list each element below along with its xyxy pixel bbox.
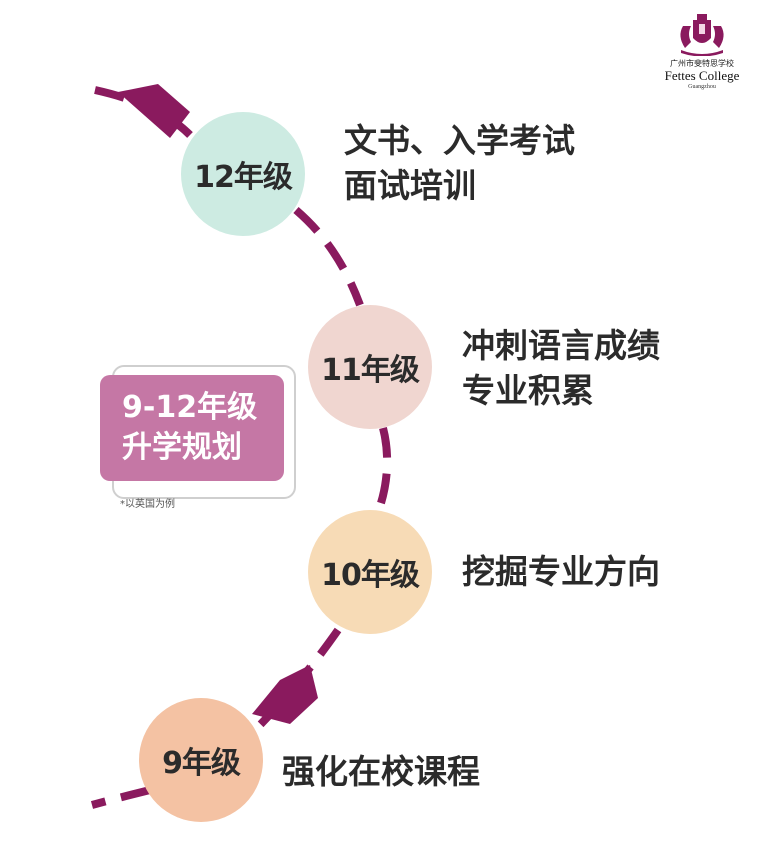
grade-11-description: 冲刺语言成绩 专业积累: [462, 323, 660, 413]
grade-12-description: 文书、入学考试 面试培训: [344, 118, 575, 208]
grade-10-line-1: 挖掘专业方向: [462, 552, 660, 591]
plan-card-line-1: 9-12年级: [122, 390, 258, 425]
school-logo: 广州市斐特思学校 Fettes College Guangzhou: [652, 12, 752, 91]
path-segment-bottom: [90, 786, 151, 809]
grade-11-circle: 11年级: [308, 305, 432, 429]
school-city: Guangzhou: [688, 84, 716, 90]
grade-12-line-1: 文书、入学考试: [344, 121, 575, 160]
grade-9-description: 强化在校课程: [282, 749, 480, 794]
grade-12-circle: 12年级: [181, 112, 305, 236]
grade-10-description: 挖掘专业方向: [462, 549, 660, 594]
grade-11-line-1: 冲刺语言成绩: [462, 326, 660, 365]
school-name-cn: 广州市斐特思学校: [670, 59, 734, 68]
grade-12-line-2: 面试培训: [344, 166, 476, 205]
grade-9-circle: 9年级: [139, 698, 263, 822]
grade-10-circle: 10年级: [308, 510, 432, 634]
plan-card-line-2: 升学规划: [122, 430, 242, 465]
arrow-top-icon: [118, 84, 190, 138]
grade-11-line-2: 专业积累: [462, 371, 594, 410]
plan-note: *以英国为例: [120, 499, 175, 510]
arrow-bottom-icon: [252, 665, 318, 724]
plan-card: 9-12年级 升学规划: [100, 375, 284, 481]
school-name-en: Fettes College: [664, 68, 740, 83]
grade-9-line-1: 强化在校课程: [282, 752, 480, 791]
path-segment-12-11: [293, 206, 364, 307]
fettes-crest-icon: [680, 14, 724, 56]
path-segment-11-10: [374, 426, 392, 514]
